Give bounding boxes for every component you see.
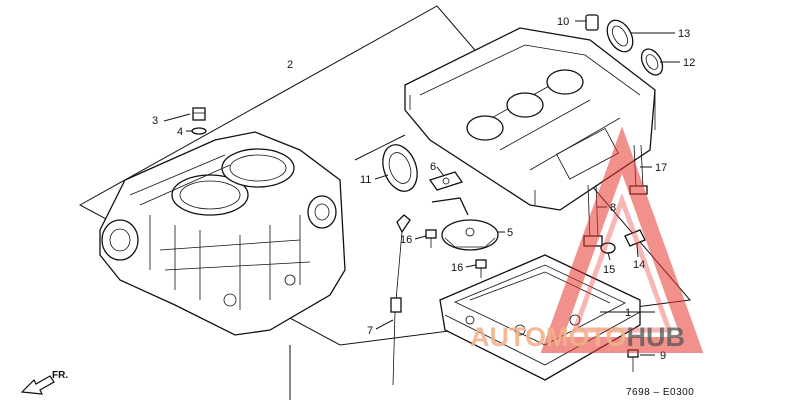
crankcase bbox=[404, 27, 656, 211]
callout-5: 5 bbox=[507, 227, 513, 239]
oil-strainer bbox=[431, 197, 499, 251]
oil-seal-small bbox=[640, 48, 664, 76]
dowel-pin bbox=[585, 14, 599, 31]
sealing-washer bbox=[191, 127, 207, 135]
callout-17: 17 bbox=[655, 162, 667, 174]
callout-6: 6 bbox=[430, 161, 436, 173]
oil-pan-bolt bbox=[627, 349, 639, 372]
callout-10: 10 bbox=[557, 16, 569, 28]
callout-8: 8 bbox=[610, 202, 616, 214]
callout-16-upper: 16 bbox=[400, 234, 412, 246]
callout-2: 2 bbox=[287, 59, 293, 71]
flange-bolt-upper bbox=[425, 229, 437, 248]
callout-3: 3 bbox=[152, 115, 158, 127]
watermark-triangle-icon bbox=[540, 126, 704, 353]
callout-14: 14 bbox=[633, 259, 645, 271]
watermark: AUTOMOTOHUB bbox=[470, 126, 704, 353]
callout-15: 15 bbox=[603, 264, 615, 276]
callout-9: 9 bbox=[660, 350, 666, 362]
strainer-gasket bbox=[428, 171, 464, 191]
callout-4: 4 bbox=[177, 126, 183, 138]
drain-bolt bbox=[624, 229, 646, 247]
cylinder-block bbox=[99, 131, 346, 336]
front-direction-indicator: FR. bbox=[20, 370, 68, 395]
oil-seal-large bbox=[606, 19, 634, 53]
leader-lines bbox=[163, 20, 680, 356]
callout-11: 11 bbox=[360, 174, 371, 186]
watermark-inner-triangle-icon bbox=[571, 192, 673, 333]
callout-7: 7 bbox=[367, 325, 373, 337]
watermark-text-a: AUTOMOTOHUB bbox=[470, 322, 685, 352]
figure-code: 7698 – E0300 bbox=[626, 387, 694, 398]
callout-1: 1 bbox=[625, 307, 631, 319]
front-label: FR. bbox=[52, 370, 68, 381]
frame-connector bbox=[354, 134, 406, 161]
flange-bolt-lower bbox=[475, 259, 487, 278]
callout-16-lower: 16 bbox=[451, 262, 463, 274]
drain-plug bbox=[192, 107, 206, 121]
crankshaft-oil-seal bbox=[382, 144, 418, 192]
oil-level-gauge bbox=[390, 214, 411, 386]
callout-12: 12 bbox=[683, 57, 695, 69]
arrow-icon bbox=[20, 375, 55, 395]
callout-13: 13 bbox=[678, 28, 690, 40]
